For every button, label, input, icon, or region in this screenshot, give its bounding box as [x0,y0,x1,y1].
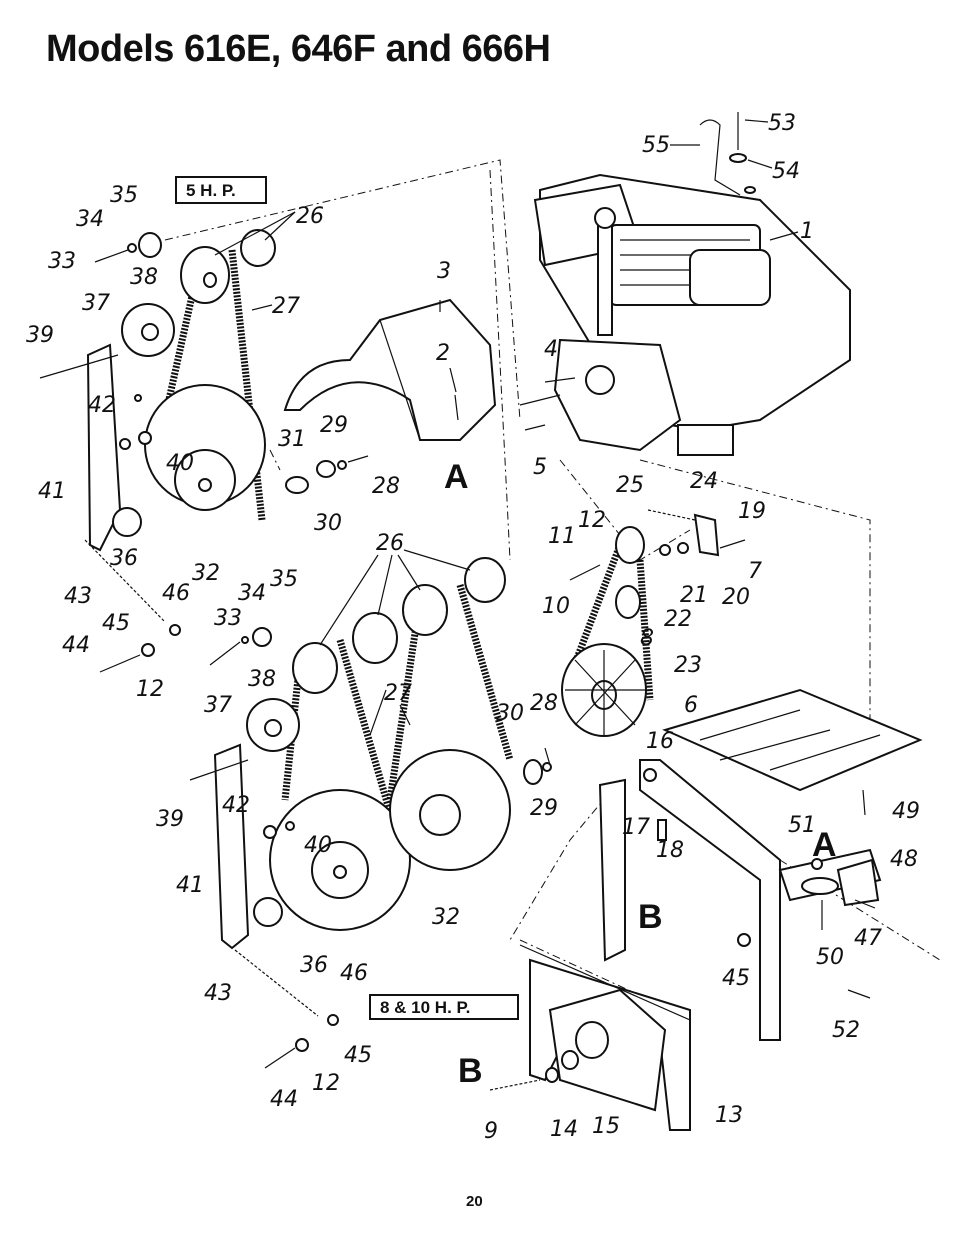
callout-24: 24 [690,469,718,494]
reference-letter-a: A [444,458,469,496]
eight-ten-hp-label: 8 & 10 H. P. [380,998,470,1017]
callout-3: 3 [437,259,451,284]
callout-50: 50 [816,945,844,970]
callout-34: 34 [238,581,266,606]
callout-37: 37 [204,693,232,718]
callout-25: 25 [616,473,644,498]
callout-41: 41 [176,873,204,898]
callout-31: 31 [278,427,306,452]
callout-4: 4 [544,337,558,362]
callout-5: 5 [533,455,547,480]
callout-47: 47 [854,926,882,951]
callout-33: 33 [214,606,242,631]
bracket-assembly [489,944,691,1131]
callout-40: 40 [304,833,332,858]
callout-22: 22 [664,607,692,632]
callout-34: 34 [76,207,104,232]
callout-43: 43 [64,584,92,609]
callout-44: 44 [270,1087,298,1112]
callout-54: 54 [772,159,800,184]
callout-29: 29 [530,796,558,821]
callout-10: 10 [542,594,570,619]
callout-35: 35 [110,183,138,208]
callout-1: 1 [800,219,814,244]
callout-26: 26 [296,204,324,229]
callout-14: 14 [550,1117,578,1142]
callout-46: 46 [162,581,190,606]
callout-39: 39 [156,807,184,832]
callout-20: 20 [722,585,750,610]
callout-29: 29 [320,413,348,438]
callout-39: 39 [26,323,54,348]
callout-45: 45 [344,1043,372,1068]
callout-12: 12 [136,677,164,702]
five-hp-label-box: 5 H. P. [175,176,267,204]
reference-letter-a: A [812,826,837,864]
page-number: 20 [466,1193,483,1210]
callout-21: 21 [680,583,708,608]
engine-assembly [519,112,851,456]
callout-43: 43 [204,981,232,1006]
callout-28: 28 [530,691,558,716]
callout-42: 42 [88,393,116,418]
eight-ten-hp-label-box: 8 & 10 H. P. [369,994,519,1020]
callout-45: 45 [102,611,130,636]
belt-cover [283,298,497,494]
callout-27: 27 [384,681,412,706]
callout-26: 26 [376,531,404,556]
frame-deck-assembly [598,688,923,1041]
callout-35: 35 [270,567,298,592]
eight-ten-hp-pulley-assembly [189,557,552,1069]
callout-7: 7 [748,559,762,584]
callout-42: 42 [222,793,250,818]
callout-36: 36 [300,953,328,978]
callout-32: 32 [432,905,460,930]
drive-pulley-cluster [561,509,746,737]
callout-52: 52 [832,1018,860,1043]
callout-28: 28 [372,474,400,499]
callout-13: 13 [715,1103,743,1128]
callout-17: 17 [622,815,650,840]
callout-40: 40 [166,451,194,476]
page-title: Models 616E, 646F and 666H [46,28,551,70]
callout-30: 30 [496,701,524,726]
callout-8: 8 [640,626,654,651]
callout-11: 11 [548,524,576,549]
callout-36: 36 [110,546,138,571]
five-hp-pulley-assembly [39,229,276,673]
callout-38: 38 [130,265,158,290]
callout-labels: 1 2 3 4 5 6 7 8 9 10 11 12 12 12 13 14 1… [26,111,920,1144]
reference-letter-b: B [638,898,663,936]
callout-12: 12 [312,1071,340,1096]
callout-46: 46 [340,961,368,986]
callout-2: 2 [436,341,450,366]
callout-53: 53 [768,111,796,136]
callout-18: 18 [656,838,684,863]
callout-30: 30 [314,511,342,536]
callout-44: 44 [62,633,90,658]
callout-49: 49 [892,799,920,824]
callout-38: 38 [248,667,276,692]
callout-48: 48 [890,847,918,872]
callout-19: 19 [738,499,766,524]
callout-45: 45 [722,966,750,991]
callout-55: 55 [642,133,670,158]
callout-23: 23 [674,653,702,678]
callout-37: 37 [82,291,110,316]
callout-6: 6 [684,693,698,718]
callout-12: 12 [578,508,606,533]
callout-15: 15 [592,1114,620,1139]
callout-32: 32 [192,561,220,586]
callout-51: 51 [788,813,816,838]
callout-27: 27 [272,294,300,319]
callout-33: 33 [48,249,76,274]
callout-9: 9 [484,1119,498,1144]
five-hp-label: 5 H. P. [186,181,236,200]
callout-41: 41 [38,479,66,504]
leader-lines [214,119,799,736]
callout-16: 16 [646,729,674,754]
reference-letter-b: B [458,1052,483,1090]
